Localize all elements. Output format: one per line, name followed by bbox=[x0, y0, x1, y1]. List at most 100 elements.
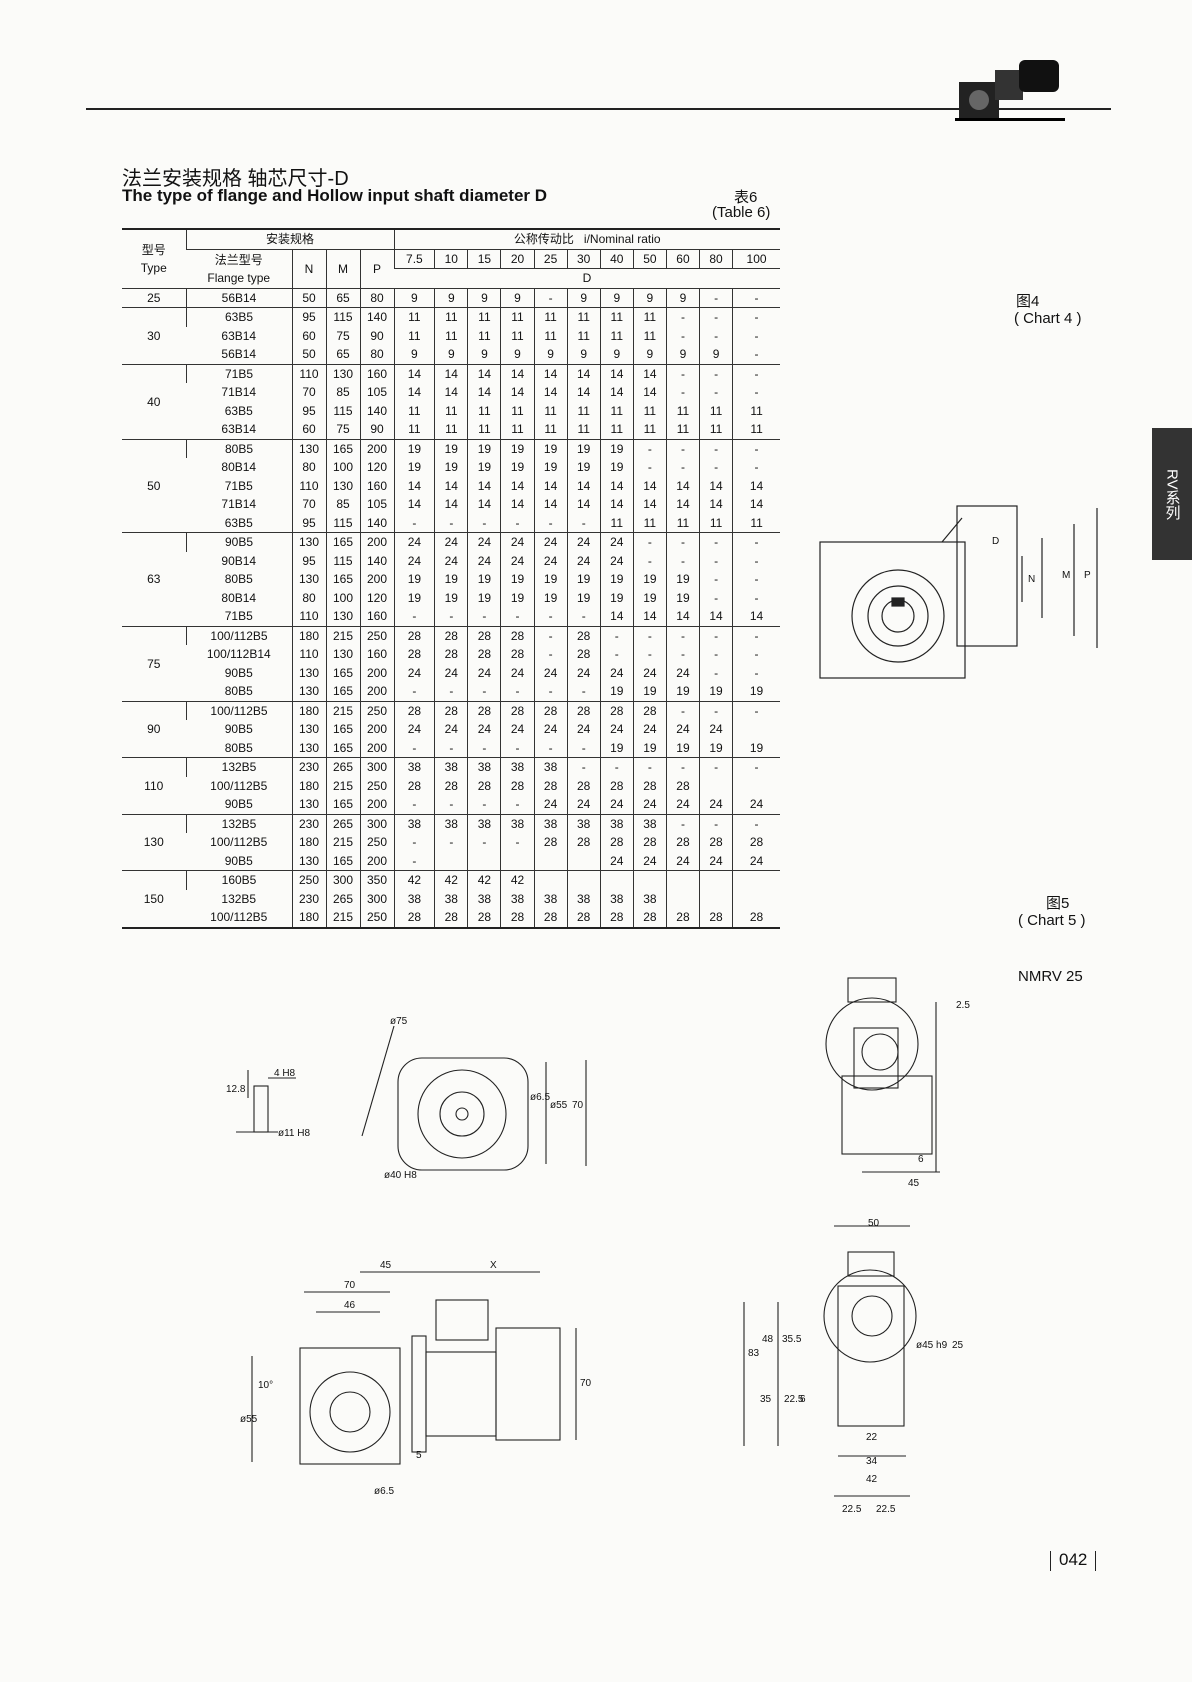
p-cell: 160 bbox=[359, 607, 394, 626]
shaft-diameter-cell: 19 bbox=[467, 588, 501, 607]
front-k-label: 25 bbox=[952, 1340, 964, 1351]
shaft-diameter-cell: 14 bbox=[566, 383, 601, 402]
shaft-diameter-cell: 19 bbox=[665, 570, 700, 589]
shaft-diameter-cell: 14 bbox=[533, 363, 568, 383]
flange-cell: 100/112B5 bbox=[185, 700, 292, 720]
shaft-diameter-cell: 24 bbox=[533, 720, 568, 739]
type-cell: 25 bbox=[122, 287, 186, 308]
shaft-diameter-cell: - bbox=[699, 551, 733, 570]
front-h1-label: 83 bbox=[748, 1348, 760, 1359]
keyway-drawing: 12.8 4 H8 ø11 H8 bbox=[226, 1068, 310, 1139]
chart4-n-label: N bbox=[1028, 574, 1035, 585]
top-rule bbox=[86, 108, 1111, 110]
flange-cell: 63B5 bbox=[224, 515, 253, 530]
shaft-diameter-cell: - bbox=[699, 813, 733, 833]
chart4-caption-cn: 图4 bbox=[1016, 293, 1040, 310]
bore-diameter-label: ø11 H8 bbox=[278, 1128, 310, 1139]
shaft-diameter-cell: - bbox=[632, 458, 667, 477]
shaft-diameter-cell: 19 bbox=[665, 738, 700, 758]
shaft-diameter-cell: - bbox=[434, 682, 468, 701]
n-cell: 95 bbox=[291, 513, 326, 533]
m-cell: 265 bbox=[325, 757, 360, 777]
shaft-diameter-cell bbox=[732, 870, 780, 890]
shaft-diameter-cell: 19 bbox=[533, 588, 568, 607]
shaft-diameter-cell: 28 bbox=[500, 776, 535, 795]
shaft-diameter-cell: 11 bbox=[467, 401, 501, 420]
shaft-diameter-cell: - bbox=[393, 795, 435, 814]
shaft-diameter-cell: 14 bbox=[500, 476, 535, 495]
side-gap-label: 2.5 bbox=[956, 1000, 970, 1011]
shaft-diameter-cell: 28 bbox=[434, 776, 468, 795]
p-cell: 200 bbox=[359, 795, 394, 814]
shaft-diameter-cell: 11 bbox=[467, 420, 501, 439]
shaft-diameter-cell: - bbox=[599, 757, 634, 777]
shaft-diameter-cell: 42 bbox=[500, 870, 535, 890]
shaft-diameter-cell: - bbox=[665, 757, 700, 777]
shaft-diameter-cell: 11 bbox=[566, 326, 601, 345]
shaft-diameter-cell: 14 bbox=[566, 495, 601, 514]
shaft-diameter-cell: - bbox=[699, 700, 733, 720]
type-cell: 90 bbox=[122, 700, 186, 758]
n-cell: 110 bbox=[291, 363, 326, 383]
m-header: M bbox=[325, 249, 360, 289]
d-header: D bbox=[394, 268, 780, 289]
shaft-diameter-cell: 11 bbox=[599, 307, 634, 327]
shaft-diameter-cell: 11 bbox=[393, 401, 435, 420]
shaft-diameter-cell: - bbox=[393, 607, 435, 626]
shaft-diameter-cell: 24 bbox=[467, 532, 501, 552]
shaft-diameter-cell: 9 bbox=[566, 287, 601, 308]
m-cell: 165 bbox=[325, 795, 360, 814]
n-cell: 110 bbox=[291, 476, 326, 495]
front-width-label: 50 bbox=[868, 1218, 880, 1229]
front-view-drawing: 50 83 48 35.5 35 22.5 6 ø45 h9 25 22 34 … bbox=[743, 1218, 964, 1515]
flange-cell: 100/112B14 bbox=[206, 647, 271, 662]
shaft-diameter-cell: 28 bbox=[632, 908, 667, 928]
flange-cell: 56B14 bbox=[221, 347, 257, 362]
p-cell: 140 bbox=[359, 551, 394, 570]
shaft-diameter-cell: 14 bbox=[393, 383, 435, 402]
p-cell: 90 bbox=[359, 326, 394, 345]
shaft-diameter-cell: 11 bbox=[732, 513, 780, 533]
shaft-diameter-cell: 24 bbox=[665, 720, 700, 739]
motor-a-label: 45 bbox=[380, 1260, 392, 1271]
shaft-diameter-cell: 24 bbox=[599, 795, 634, 814]
shaft-diameter-cell: 19 bbox=[699, 738, 733, 758]
motor-c-label: 46 bbox=[344, 1300, 356, 1311]
ratio-cell: 60 bbox=[665, 249, 700, 269]
shaft-diameter-cell: - bbox=[732, 383, 780, 402]
shaft-diameter-cell: 24 bbox=[500, 532, 535, 552]
type-cell: 110 bbox=[122, 757, 186, 814]
shaft-diameter-cell: 28 bbox=[599, 833, 634, 852]
shaft-diameter-cell: - bbox=[732, 645, 780, 664]
flange-cell: 56B14 bbox=[185, 287, 292, 308]
side-a-label: 6 bbox=[918, 1154, 924, 1165]
ratio-cell: 25 bbox=[533, 249, 568, 269]
shaft-diameter-cell: 11 bbox=[632, 307, 667, 327]
shaft-diameter-cell: - bbox=[434, 833, 468, 852]
shaft-diameter-cell: - bbox=[632, 757, 667, 777]
shaft-diameter-cell: - bbox=[533, 625, 568, 645]
flange-cell: 90B14 bbox=[221, 553, 257, 568]
shaft-diameter-cell: 24 bbox=[599, 720, 634, 739]
p-cell: 80 bbox=[359, 287, 394, 308]
shaft-diameter-cell: 24 bbox=[599, 551, 634, 570]
shaft-diameter-cell: 19 bbox=[434, 570, 468, 589]
shaft-diameter-cell: 19 bbox=[393, 458, 435, 477]
m-cell: 75 bbox=[325, 420, 360, 439]
shaft-diameter-cell: 24 bbox=[632, 795, 667, 814]
p-cell: 200 bbox=[359, 663, 394, 682]
shaft-diameter-cell: 11 bbox=[500, 326, 535, 345]
shaft-diameter-cell: - bbox=[699, 570, 733, 589]
